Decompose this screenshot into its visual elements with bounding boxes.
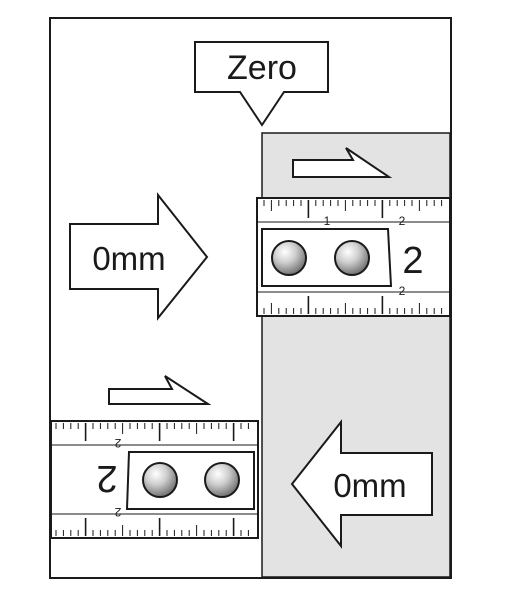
tape-top: 1 2 2 2	[256, 197, 451, 317]
arrow-right-label: 0mm	[92, 240, 165, 277]
tape-bottom-label-small-upper: 2	[114, 436, 121, 450]
tape-bottom-label-large: 2	[96, 457, 117, 499]
tape-bottom-ticks-upper	[55, 423, 249, 441]
tape-top-label-large: 2	[402, 240, 423, 282]
tape-top-label-small-lower: 2	[399, 284, 406, 298]
rivet-icon	[271, 240, 307, 276]
rivet-icon	[142, 462, 178, 498]
tape-bottom: 2 2 2	[50, 420, 259, 539]
tape-bottom-ticks-lower	[55, 518, 249, 536]
arrow-right-0mm: 0mm	[69, 192, 209, 321]
rivet-icon	[204, 462, 240, 498]
arrow-left-label: 0mm	[333, 467, 406, 504]
tape-top-label-small-upper: 2	[399, 214, 406, 228]
tape-top-label-one: 1	[324, 214, 331, 228]
zero-callout: Zero	[194, 41, 329, 127]
direction-arrow-top	[292, 147, 393, 178]
tape-top-ticks-lower	[263, 296, 443, 314]
zero-callout-label: Zero	[227, 49, 297, 87]
tape-top-ticks-upper	[263, 200, 443, 218]
arrow-left-0mm: 0mm	[290, 419, 433, 549]
rivet-icon	[334, 240, 370, 276]
direction-arrow-bottom	[108, 375, 212, 405]
tape-bottom-label-small-lower: 2	[114, 505, 121, 519]
